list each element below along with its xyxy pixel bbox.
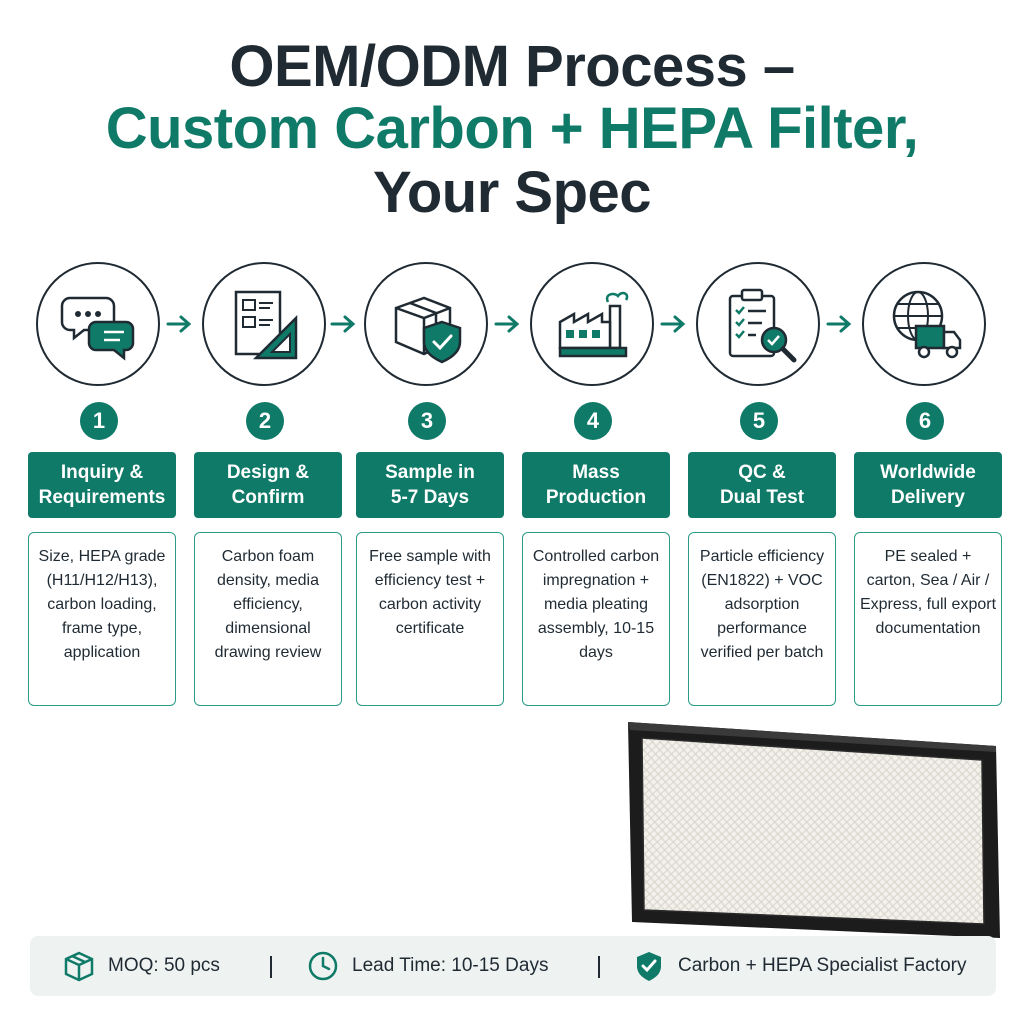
step-4-icon-circle (530, 262, 654, 386)
step-5-label: QC & Dual Test (688, 452, 836, 518)
step-4-number: 4 (574, 402, 612, 440)
step-6-description: PE sealed + carton, Sea / Air / Express,… (854, 532, 1002, 706)
step-2-icon-circle (202, 262, 326, 386)
specialist-item: Carbon + HEPA Specialist Factory (632, 936, 966, 996)
step-3-icon-circle (364, 262, 488, 386)
factory-icon (558, 291, 629, 358)
step-2-number: 2 (246, 402, 284, 440)
step-5-description: Particle efficiency (EN1822) + VOC adsor… (688, 532, 836, 706)
step-5-icon-circle (696, 262, 820, 386)
arrow-right-icon (166, 315, 192, 333)
step-3-description: Free sample with efficiency test + carbo… (356, 532, 504, 706)
lead-time-text: Lead Time: 10-15 Days (352, 955, 549, 976)
step-5-number: 5 (740, 402, 778, 440)
hepa-filter-product-image (628, 722, 1000, 938)
globe-truck-icon (892, 290, 962, 359)
step-1-icon-circle (36, 262, 160, 386)
footer-info-bar: MOQ: 50 pcs Lead Time: 10-15 Days Carbon… (30, 936, 996, 996)
step-3-number: 3 (408, 402, 446, 440)
step-1-number: 1 (80, 402, 118, 440)
package-icon (64, 951, 94, 982)
specialist-text: Carbon + HEPA Specialist Factory (678, 955, 967, 976)
arrow-right-icon (826, 315, 852, 333)
step-6-icon-circle (862, 262, 986, 386)
step-4-label: Mass Production (522, 452, 670, 518)
arrow-right-icon (494, 315, 520, 333)
title-line-3: Your Spec (372, 160, 652, 225)
title-line-1: OEM/ODM Process – (229, 34, 795, 99)
step-2-label: Design & Confirm (194, 452, 342, 518)
step-2-description: Carbon foam density, media efficiency, d… (194, 532, 342, 706)
moq-item: MOQ: 50 pcs (62, 936, 220, 996)
lead-time-item: Lead Time: 10-15 Days (306, 936, 548, 996)
step-6-number: 6 (906, 402, 944, 440)
step-6-label: Worldwide Delivery (854, 452, 1002, 518)
blueprint-icon (234, 290, 298, 360)
chat-bubbles-icon (60, 296, 135, 361)
footer-divider (598, 956, 600, 978)
shield-check-icon (637, 952, 661, 981)
clipboard-check-icon (728, 288, 797, 363)
footer-divider (270, 956, 272, 978)
clock-icon (308, 951, 338, 981)
title-line-2: Custom Carbon + HEPA Filter, (105, 96, 919, 161)
step-1-description: Size, HEPA grade (H11/H12/H13), carbon l… (28, 532, 176, 706)
arrow-right-icon (330, 315, 356, 333)
box-shield-icon (394, 296, 462, 364)
step-3-label: Sample in 5-7 Days (356, 452, 504, 518)
moq-text: MOQ: 50 pcs (108, 955, 220, 976)
step-1-label: Inquiry & Requirements (28, 452, 176, 518)
arrow-right-icon (660, 315, 686, 333)
step-4-description: Controlled carbon impregnation + media p… (522, 532, 670, 706)
